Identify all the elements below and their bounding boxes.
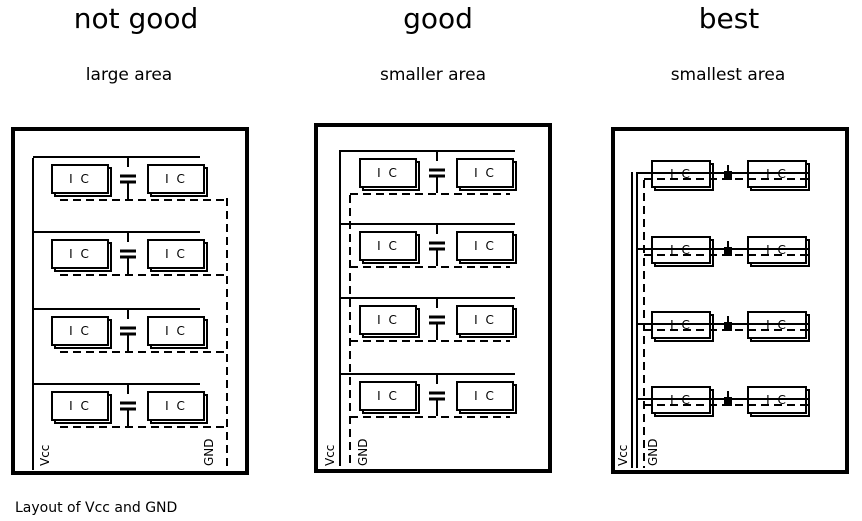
panel-2-row-4-ic-left — [359, 381, 417, 411]
panel-1-row-3-ic-right — [147, 316, 205, 346]
panel-1-row-4-ic-right — [147, 391, 205, 421]
panel-1-row-3-ic-right-label: I C — [165, 324, 187, 338]
panel-2-row-1-ic-right — [456, 158, 514, 188]
panel-2-row-2-ic-right-label: I C — [474, 239, 496, 253]
panel-3-row-3-capacitor — [724, 322, 732, 331]
panel-2-row-3-ic-right — [456, 305, 514, 335]
panel-3-vcc-label: Vcc — [616, 445, 630, 466]
panel-1-row-1-ic-left-label: I C — [69, 172, 91, 186]
panel-3-gnd-label: GND — [646, 438, 660, 466]
panel-2-row-1-ic-left-label: I C — [377, 166, 399, 180]
panel-2-row-3-ic-left-label: I C — [377, 313, 399, 327]
diagram-caption: Layout of Vcc and GND — [15, 500, 177, 516]
panel-2-board — [314, 123, 552, 473]
panel-2-row-4-ic-right-label: I C — [474, 389, 496, 403]
panel-2-row-2-ic-left — [359, 231, 417, 261]
panel-1-row-4-ic-left — [51, 391, 109, 421]
panel-1-row-3-ic-left — [51, 316, 109, 346]
panel-2-row-3-ic-right-label: I C — [474, 313, 496, 327]
panel-2-vcc-label: Vcc — [323, 445, 337, 466]
panel-1-gnd-label: GND — [202, 438, 216, 466]
panel-2-row-2-ic-right — [456, 231, 514, 261]
panel-1-row-1-ic-right — [147, 164, 205, 194]
panel-2-subtitle: smaller area — [380, 65, 486, 85]
panel-3-title: best — [699, 2, 760, 35]
panel-2-title: good — [403, 2, 473, 35]
panel-3-board — [611, 127, 849, 474]
panel-1-title: not good — [74, 2, 199, 35]
panel-2-row-3-ic-left — [359, 305, 417, 335]
panel-1-board — [11, 127, 249, 475]
panel-2-row-1-ic-right-label: I C — [474, 166, 496, 180]
panel-1-row-1-ic-right-label: I C — [165, 172, 187, 186]
panel-3-row-4-capacitor — [724, 397, 732, 406]
panel-2-row-2-ic-left-label: I C — [377, 239, 399, 253]
panel-1-row-2-ic-right-label: I C — [165, 247, 187, 261]
panel-1-row-1-ic-left — [51, 164, 109, 194]
panel-3-row-2-capacitor — [724, 247, 732, 256]
panel-1-row-2-ic-right — [147, 239, 205, 269]
panel-2-row-4-ic-right — [456, 381, 514, 411]
panel-2-row-4-ic-left-label: I C — [377, 389, 399, 403]
panel-1-subtitle: large area — [86, 65, 172, 85]
panel-2-gnd-label: GND — [356, 438, 370, 466]
panel-1-row-4-ic-left-label: I C — [69, 399, 91, 413]
panel-3-subtitle: smallest area — [671, 65, 786, 85]
panel-1-row-4-ic-right-label: I C — [165, 399, 187, 413]
panel-1-row-2-ic-left — [51, 239, 109, 269]
panel-2-row-1-ic-left — [359, 158, 417, 188]
panel-1-vcc-label: Vcc — [38, 445, 52, 466]
ic-rows: I C I C I C I C I C I C I C I C I C I C I C I C I C I… — [33, 150, 810, 428]
panel-1-row-2-ic-left-label: I C — [69, 247, 91, 261]
panel-3-row-1-capacitor — [724, 171, 732, 180]
panel-1-row-3-ic-left-label: I C — [69, 324, 91, 338]
